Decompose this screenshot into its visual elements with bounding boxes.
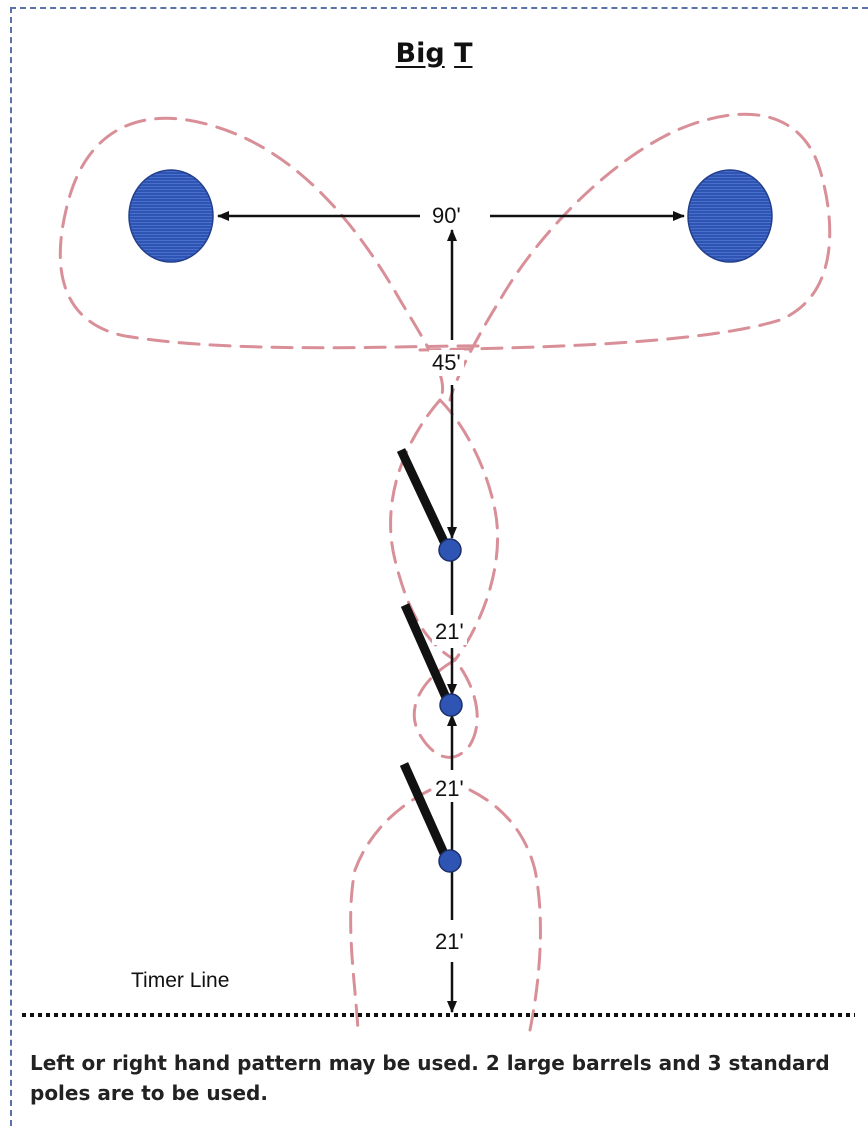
barrel-icon bbox=[128, 169, 214, 263]
dimension-lines bbox=[217, 211, 685, 1013]
dimension-label-pole-to-barrels: 45' bbox=[429, 350, 464, 376]
pole-icon bbox=[396, 448, 452, 550]
pole-3 bbox=[399, 762, 462, 873]
title-word-t: T bbox=[454, 38, 473, 69]
page-title: Big T bbox=[0, 38, 868, 69]
pole-base-icon bbox=[438, 538, 462, 562]
frame-top-border bbox=[10, 7, 868, 9]
title-word-big: Big bbox=[395, 38, 445, 69]
dimension-label-pole3-timer: 21' bbox=[432, 929, 467, 955]
pole-icon bbox=[399, 762, 451, 860]
pole-weave-lower bbox=[349, 788, 432, 1032]
pole-1 bbox=[396, 448, 462, 562]
dimension-label-pole1-pole2: 21' bbox=[432, 619, 467, 645]
pole-base-icon bbox=[438, 849, 462, 873]
pole-2 bbox=[400, 603, 463, 717]
frame-left-border bbox=[10, 7, 12, 1126]
footer-note: Left or right hand pattern may be used. … bbox=[30, 1051, 830, 1105]
riding-pattern-path bbox=[58, 112, 832, 1032]
dimension-label-pole2-pole3: 21' bbox=[432, 776, 467, 802]
pole-base-icon bbox=[439, 693, 463, 717]
timer-line-label: Timer Line bbox=[131, 969, 230, 992]
pole-weave-lower-right bbox=[468, 788, 542, 1032]
barrel-icon bbox=[687, 169, 773, 263]
left-barrel-loop bbox=[58, 116, 480, 402]
right-barrel-loop bbox=[418, 112, 832, 402]
dimension-label-barrel-span: 90' bbox=[429, 203, 464, 229]
pole-weave-middle bbox=[412, 658, 479, 759]
pole-icon bbox=[400, 603, 453, 704]
